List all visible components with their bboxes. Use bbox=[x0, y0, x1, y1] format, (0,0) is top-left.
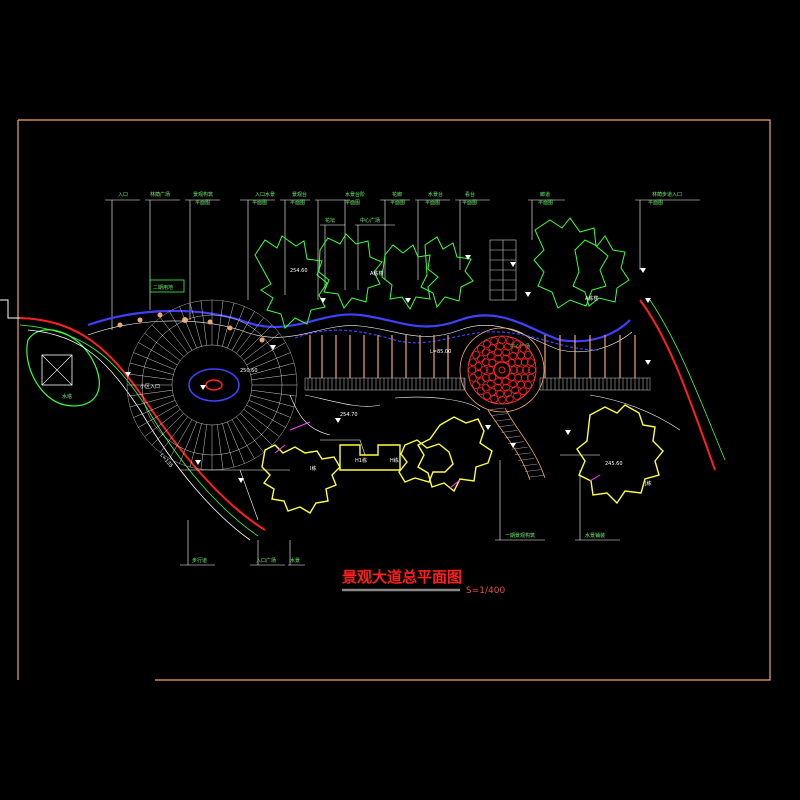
boardwalk bbox=[304, 377, 651, 391]
main-road bbox=[19, 299, 726, 541]
svg-text:入口水景: 入口水景 bbox=[255, 191, 275, 198]
svg-text:林荫广场: 林荫广场 bbox=[150, 191, 170, 198]
svg-text:水景铺装: 水景铺装 bbox=[585, 532, 605, 539]
svg-text:一期景观构筑: 一期景观构筑 bbox=[505, 532, 535, 539]
svg-text:入口: 入口 bbox=[118, 192, 128, 198]
svg-text:平面图: 平面图 bbox=[462, 200, 477, 206]
south-stair-path bbox=[487, 407, 546, 481]
svg-text:步行道: 步行道 bbox=[192, 557, 207, 564]
svg-text:平面图: 平面图 bbox=[290, 200, 305, 206]
svg-text:花廊: 花廊 bbox=[392, 191, 402, 198]
roundabout-island: 水塔 bbox=[26, 329, 100, 407]
elevation-markers bbox=[125, 255, 651, 483]
dim-label: L=85.00 bbox=[430, 349, 451, 355]
annotation-leaders bbox=[105, 199, 700, 566]
svg-text:廊道: 廊道 bbox=[540, 191, 550, 198]
site-boundaries bbox=[180, 394, 681, 521]
tree-groups bbox=[254, 217, 630, 329]
svg-text:花坛: 花坛 bbox=[325, 217, 335, 224]
svg-text:平面图: 平面图 bbox=[648, 200, 663, 206]
svg-text:景观台: 景观台 bbox=[292, 191, 307, 198]
svg-text:中心广场: 中心广场 bbox=[360, 217, 380, 224]
central-plaza bbox=[459, 327, 545, 413]
elevation-mark-1: 250.60 bbox=[240, 368, 258, 374]
path-lamps bbox=[117, 312, 265, 343]
elevation-label-3: 254.70 bbox=[340, 412, 358, 418]
svg-text:平面图: 平面图 bbox=[390, 200, 405, 206]
svg-text:水景: 水景 bbox=[290, 557, 300, 564]
svg-text:平面图: 平面图 bbox=[252, 200, 267, 206]
svg-text:平面图: 平面图 bbox=[345, 200, 360, 206]
elevation-label-2: 254.60 bbox=[290, 268, 308, 274]
svg-text:水塔: 水塔 bbox=[62, 393, 72, 400]
a-tower-label-1: A栋楼 bbox=[370, 270, 383, 277]
building-accents bbox=[274, 421, 601, 489]
drawing-frame bbox=[17, 119, 771, 681]
svg-text:入口广场: 入口广场 bbox=[256, 557, 276, 564]
svg-text:二期用地: 二期用地 bbox=[153, 284, 173, 291]
h-building-label: H栋 bbox=[390, 457, 399, 464]
entrance-label: 小区入口 bbox=[140, 383, 160, 390]
entrance-plaza bbox=[126, 299, 298, 471]
svg-text:看台: 看台 bbox=[465, 191, 475, 198]
svg-text:景观构筑: 景观构筑 bbox=[193, 191, 213, 198]
left-edge-mark bbox=[0, 299, 30, 319]
svg-text:平面图: 平面图 bbox=[195, 200, 210, 206]
svg-text:水景台阶: 水景台阶 bbox=[345, 191, 365, 198]
drawing-title: 景观大道总平面图 bbox=[342, 568, 462, 586]
svg-text:平面图: 平面图 bbox=[425, 200, 440, 206]
h1-building-label: H1栋 bbox=[355, 457, 367, 464]
colonnade bbox=[309, 335, 636, 378]
i-building-label: I栋 bbox=[310, 465, 316, 472]
j-building-label: J栋 bbox=[644, 480, 651, 487]
drawing-scale: S=1/400 bbox=[466, 586, 505, 596]
tower-stair bbox=[489, 239, 517, 301]
elevation-label-4: 245.60 bbox=[605, 461, 623, 467]
svg-text:平面图: 平面图 bbox=[538, 200, 553, 206]
svg-text:水景台: 水景台 bbox=[428, 191, 443, 198]
svg-text:林荫步道入口: 林荫步道入口 bbox=[652, 191, 682, 198]
phase2-box: 二期用地 bbox=[149, 279, 185, 293]
a-tower-label-2: A栋楼 bbox=[585, 295, 598, 302]
buildings bbox=[261, 404, 664, 514]
annotation-texts: 入口 林荫广场 景观构筑 平面图 入口水景 平面图 景观台 平面图 水景台阶 平… bbox=[118, 191, 682, 564]
promenade-path bbox=[87, 309, 633, 353]
